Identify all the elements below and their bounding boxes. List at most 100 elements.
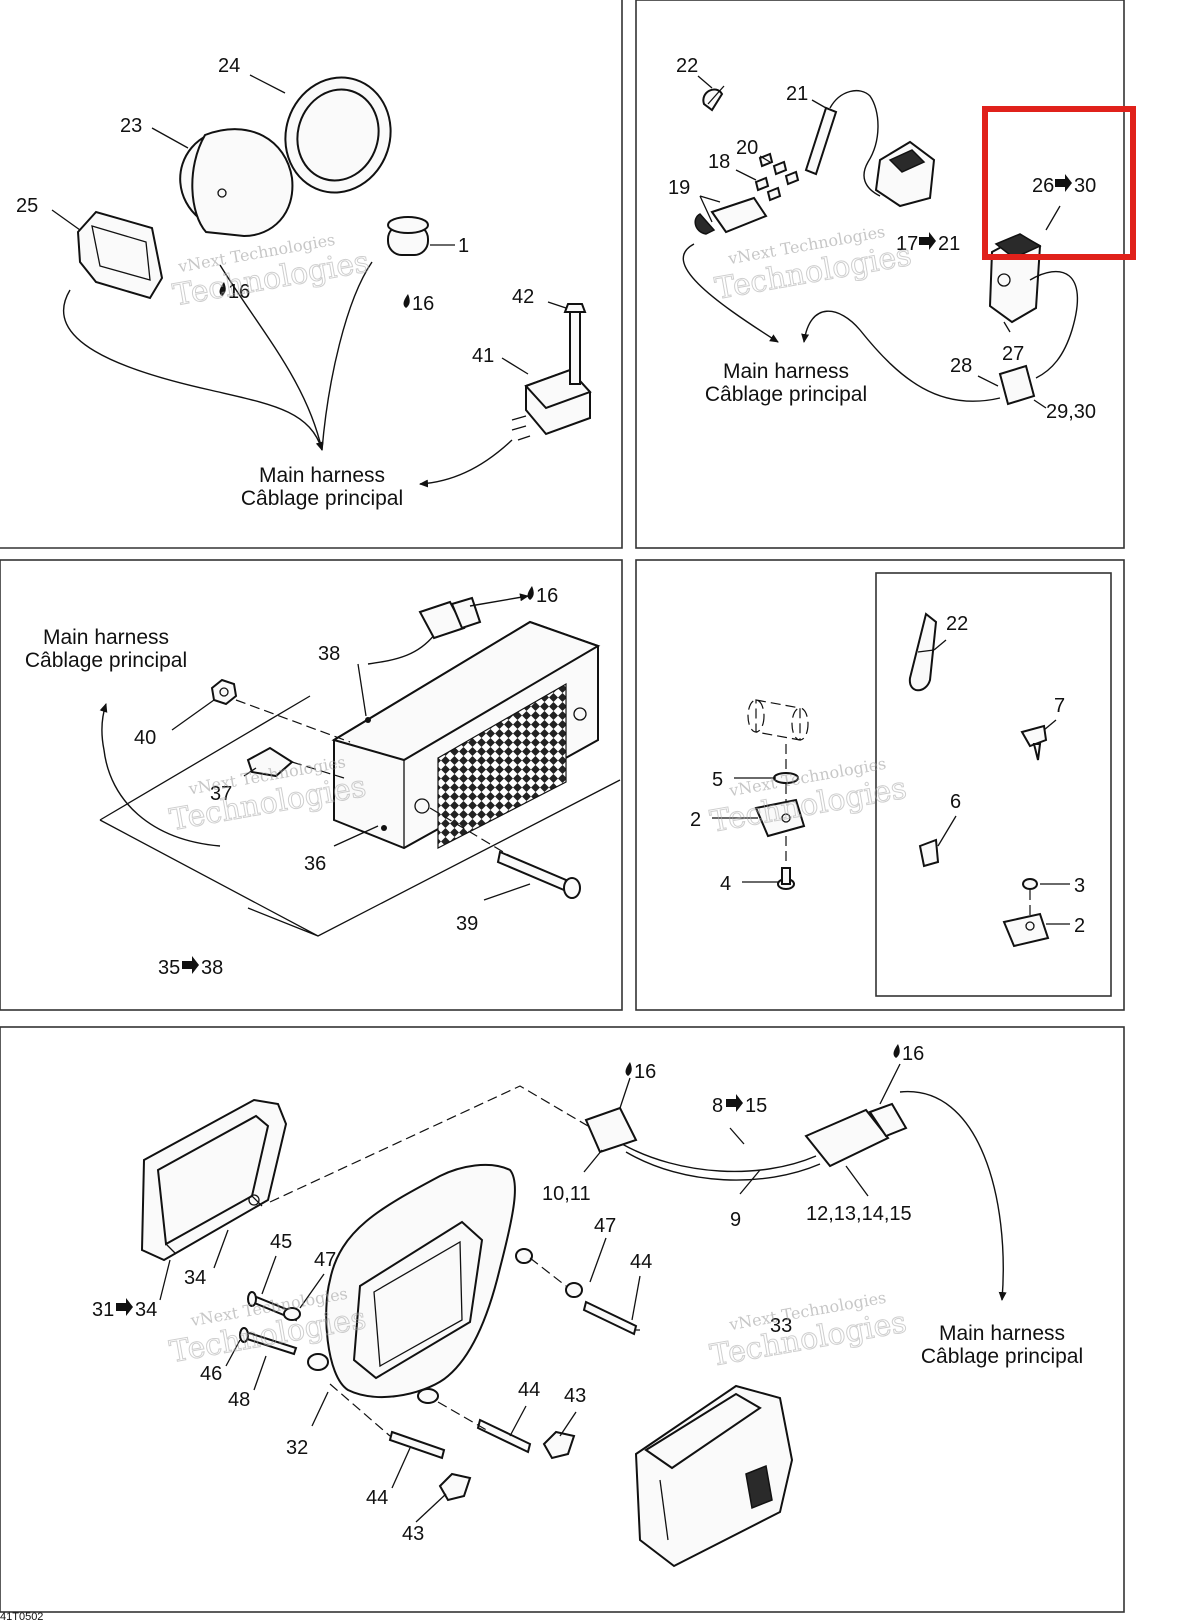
sealed-beam-lamp bbox=[140, 1098, 288, 1262]
terminal-pins bbox=[754, 152, 800, 202]
figure-code: 41T0502 bbox=[0, 1611, 43, 1623]
callout-32: 32 bbox=[286, 1437, 308, 1459]
callout-16: 16 bbox=[536, 585, 558, 607]
dashed-cylinder bbox=[747, 699, 809, 741]
droplet-icon bbox=[625, 1062, 632, 1076]
harness-caption-line1: Main harness bbox=[43, 626, 169, 649]
callout-39: 39 bbox=[456, 913, 478, 935]
callout-27: 27 bbox=[1002, 343, 1024, 365]
callout-30: 30 bbox=[1074, 175, 1096, 197]
callout-17: 17 bbox=[896, 233, 918, 255]
panel-work-light: 16 38 40 37 36 39 35 38 Main harness Câb… bbox=[25, 585, 621, 979]
panel-frames bbox=[0, 0, 1125, 1613]
callout-6: 6 bbox=[950, 791, 961, 813]
lamp-housing-rear bbox=[634, 1384, 794, 1568]
callout-34b: 34 bbox=[135, 1299, 157, 1321]
callout-9: 9 bbox=[730, 1209, 741, 1231]
speed-nut bbox=[918, 838, 940, 868]
sealant-16-d: 16 bbox=[625, 1061, 656, 1083]
watermark-3: vNext Technologies Technologies bbox=[167, 752, 370, 838]
callout-21b: 21 bbox=[938, 233, 960, 255]
bezel-ring bbox=[284, 76, 392, 194]
work-light-connector bbox=[367, 596, 482, 665]
callout-16: 16 bbox=[228, 281, 250, 303]
range-arrow-icon bbox=[1055, 174, 1072, 192]
range-arrow-icon bbox=[116, 1298, 133, 1316]
headlight-bracket bbox=[307, 1163, 533, 1404]
callout-15: 15 bbox=[745, 1095, 767, 1117]
harness-caption-line2: Câblage principal bbox=[705, 383, 867, 406]
callout-41: 41 bbox=[472, 345, 494, 367]
droplet-icon bbox=[527, 586, 534, 600]
small-clip bbox=[246, 746, 294, 778]
screw-small bbox=[1022, 878, 1038, 890]
pigtail-harness bbox=[584, 1102, 908, 1181]
panel5-lines bbox=[269, 1085, 1007, 1437]
callout-26: 26 bbox=[1032, 175, 1054, 197]
sealant-16-e: 16 bbox=[893, 1043, 924, 1065]
panel3-leader-lines bbox=[171, 663, 531, 901]
callout-18: 18 bbox=[708, 151, 730, 173]
mounting-plate-left bbox=[754, 798, 806, 838]
pin-connector bbox=[694, 196, 768, 235]
callout-38: 38 bbox=[318, 643, 340, 665]
harness-caption-line2: Câblage principal bbox=[921, 1345, 1083, 1368]
callout-43: 43 bbox=[564, 1385, 586, 1407]
callout-3: 3 bbox=[1074, 875, 1085, 897]
callout-1: 1 bbox=[458, 235, 469, 257]
hardware-bolts bbox=[239, 1282, 638, 1502]
callout-22: 22 bbox=[676, 55, 698, 77]
callout-46: 46 bbox=[200, 1363, 222, 1385]
panel-round-light: 24 23 25 1 16 16 42 41 Main harness Câbl… bbox=[16, 55, 592, 510]
callout-48: 48 bbox=[228, 1389, 250, 1411]
callout-16: 16 bbox=[902, 1043, 924, 1065]
callout-4: 4 bbox=[720, 873, 731, 895]
panel2-wires bbox=[682, 243, 1001, 402]
harness-caption-line1: Main harness bbox=[939, 1322, 1065, 1345]
harness-caption-line1: Main harness bbox=[259, 464, 385, 487]
watermark-2: vNext Technologies Technologies bbox=[712, 222, 915, 307]
callout-47b: 47 bbox=[594, 1215, 616, 1237]
harness-caption-line2: Câblage principal bbox=[25, 649, 187, 672]
sealant-16-b: 16 bbox=[403, 293, 434, 315]
cable-tie bbox=[702, 85, 725, 112]
panel2-leader-lines bbox=[697, 75, 1061, 409]
watermark-4: vNext Technologies Technologies bbox=[707, 754, 910, 840]
highlight-box bbox=[982, 106, 1136, 260]
relay-bolt bbox=[563, 303, 587, 385]
sealant-16-c: 16 bbox=[527, 585, 558, 607]
callout-37: 37 bbox=[210, 783, 232, 805]
panel-headlight: 16 16 8 15 10,11 9 12,13,14,15 45 47 47 … bbox=[92, 1043, 1083, 1568]
mounting-screw bbox=[496, 850, 581, 899]
callout-16: 16 bbox=[412, 293, 434, 315]
callout-44b: 44 bbox=[518, 1379, 540, 1401]
panel4-lines bbox=[712, 639, 1070, 925]
callout-19: 19 bbox=[668, 177, 690, 199]
droplet-icon bbox=[403, 294, 410, 308]
callout-8: 8 bbox=[712, 1095, 723, 1117]
panel1-wires bbox=[63, 261, 513, 488]
harness-caption-line2: Câblage principal bbox=[241, 487, 403, 510]
panel5-leader-lines bbox=[159, 1063, 901, 1523]
rectangular-reflector-lamp bbox=[76, 210, 164, 300]
callout-45: 45 bbox=[270, 1231, 292, 1253]
harness-caption-line1: Main harness bbox=[723, 360, 849, 383]
callout-21: 21 bbox=[786, 83, 808, 105]
callout-26-30: 26 30 bbox=[1032, 174, 1096, 197]
callout-44: 44 bbox=[630, 1251, 652, 1273]
callout-12-15: 12,13,14,15 bbox=[806, 1203, 912, 1225]
mounting-plate-right bbox=[1002, 912, 1050, 948]
range-arrow-icon bbox=[726, 1094, 743, 1112]
callout-2b: 2 bbox=[1074, 915, 1085, 937]
panel-switch: 22 21 20 18 19 26 30 17 21 27 28 29,30 M… bbox=[668, 55, 1136, 423]
callout-2: 2 bbox=[690, 809, 701, 831]
sealant-16-a: 16 bbox=[219, 281, 250, 303]
callout-20: 20 bbox=[736, 137, 758, 159]
indicator-lamp bbox=[387, 216, 429, 256]
range-arrow-icon bbox=[182, 956, 199, 974]
callout-42: 42 bbox=[512, 286, 534, 308]
callout-38b: 38 bbox=[201, 957, 223, 979]
callout-35-38: 35 38 bbox=[158, 956, 223, 979]
callout-34: 34 bbox=[184, 1267, 206, 1289]
